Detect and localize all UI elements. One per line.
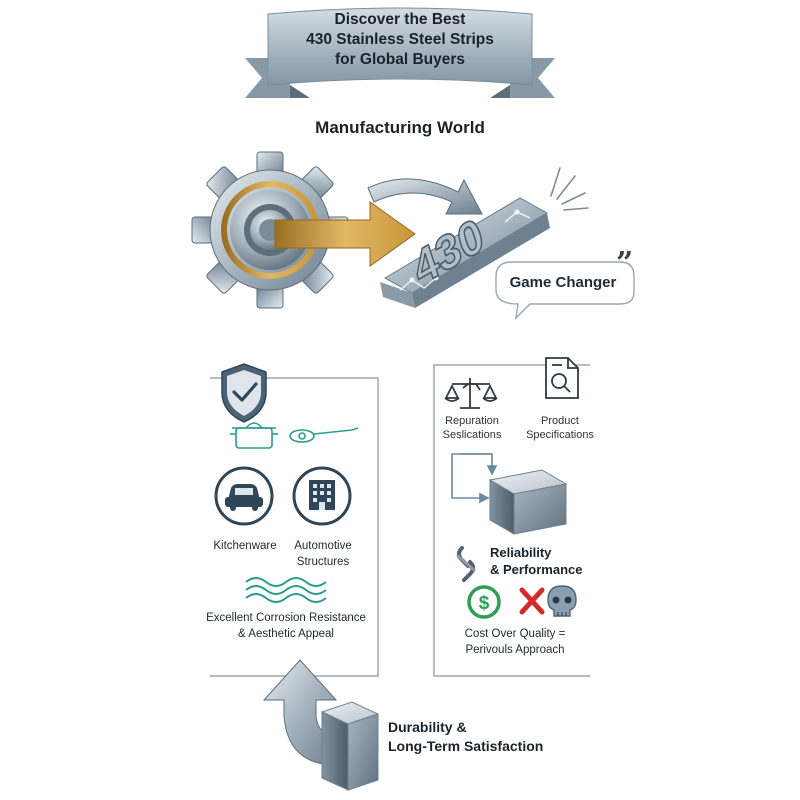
banner-line-2: 430 Stainless Steel Strips	[306, 31, 494, 48]
scale-handshake-icon	[444, 378, 498, 409]
banner-line-1: Discover the Best	[334, 11, 466, 28]
skull-icon	[547, 585, 577, 617]
cross-icon	[519, 587, 545, 615]
cost-text: Cost Over Quality = Perivouls Approach	[464, 628, 566, 656]
svg-text:$: $	[479, 593, 490, 614]
car-icon	[214, 466, 274, 526]
wave-icon	[245, 577, 327, 603]
document-search-icon	[545, 357, 579, 399]
flow-arrow-icon	[451, 453, 498, 504]
quote-mark-icon: ”	[616, 246, 634, 281]
dollar-icon: $	[467, 585, 501, 619]
ribbon-banner	[245, 7, 555, 98]
pot-icon	[230, 422, 278, 449]
page-subtitle: Manufacturing World	[315, 118, 485, 137]
building-icon	[292, 466, 352, 526]
label-reputation: Repuration Seslications	[442, 415, 502, 441]
durability-cube-icon	[320, 701, 380, 791]
steel-strip	[380, 197, 550, 308]
speech-bubble-icon	[495, 261, 635, 320]
gold-arrow-icon	[274, 201, 416, 267]
banner-line-3: for Global Buyers	[334, 51, 466, 68]
cube-icon	[488, 469, 568, 535]
chain-link-icon	[456, 546, 476, 582]
label-specifications: Product Specifications	[526, 415, 594, 441]
gear-icon	[191, 151, 349, 309]
durability-text: Durability & Long-Term Satisfaction	[388, 719, 544, 754]
label-kitchenware: Kitchenware	[213, 540, 277, 552]
corrosion-text: Excellent Corrosion Resistance & Aesthet…	[206, 612, 366, 640]
label-automotive: Automotive Structures	[294, 540, 352, 568]
shine-rays	[550, 167, 589, 211]
arrow-icon	[367, 178, 483, 215]
callout-text: Game Changer	[509, 274, 617, 291]
banner-title: Discover the Best 430 Stainless Steel St…	[250, 10, 550, 70]
right-panel-frame	[433, 364, 590, 677]
shield-check-icon	[221, 363, 267, 423]
pan-icon	[289, 427, 359, 443]
reliability-text: Reliability & Performance	[490, 545, 583, 577]
